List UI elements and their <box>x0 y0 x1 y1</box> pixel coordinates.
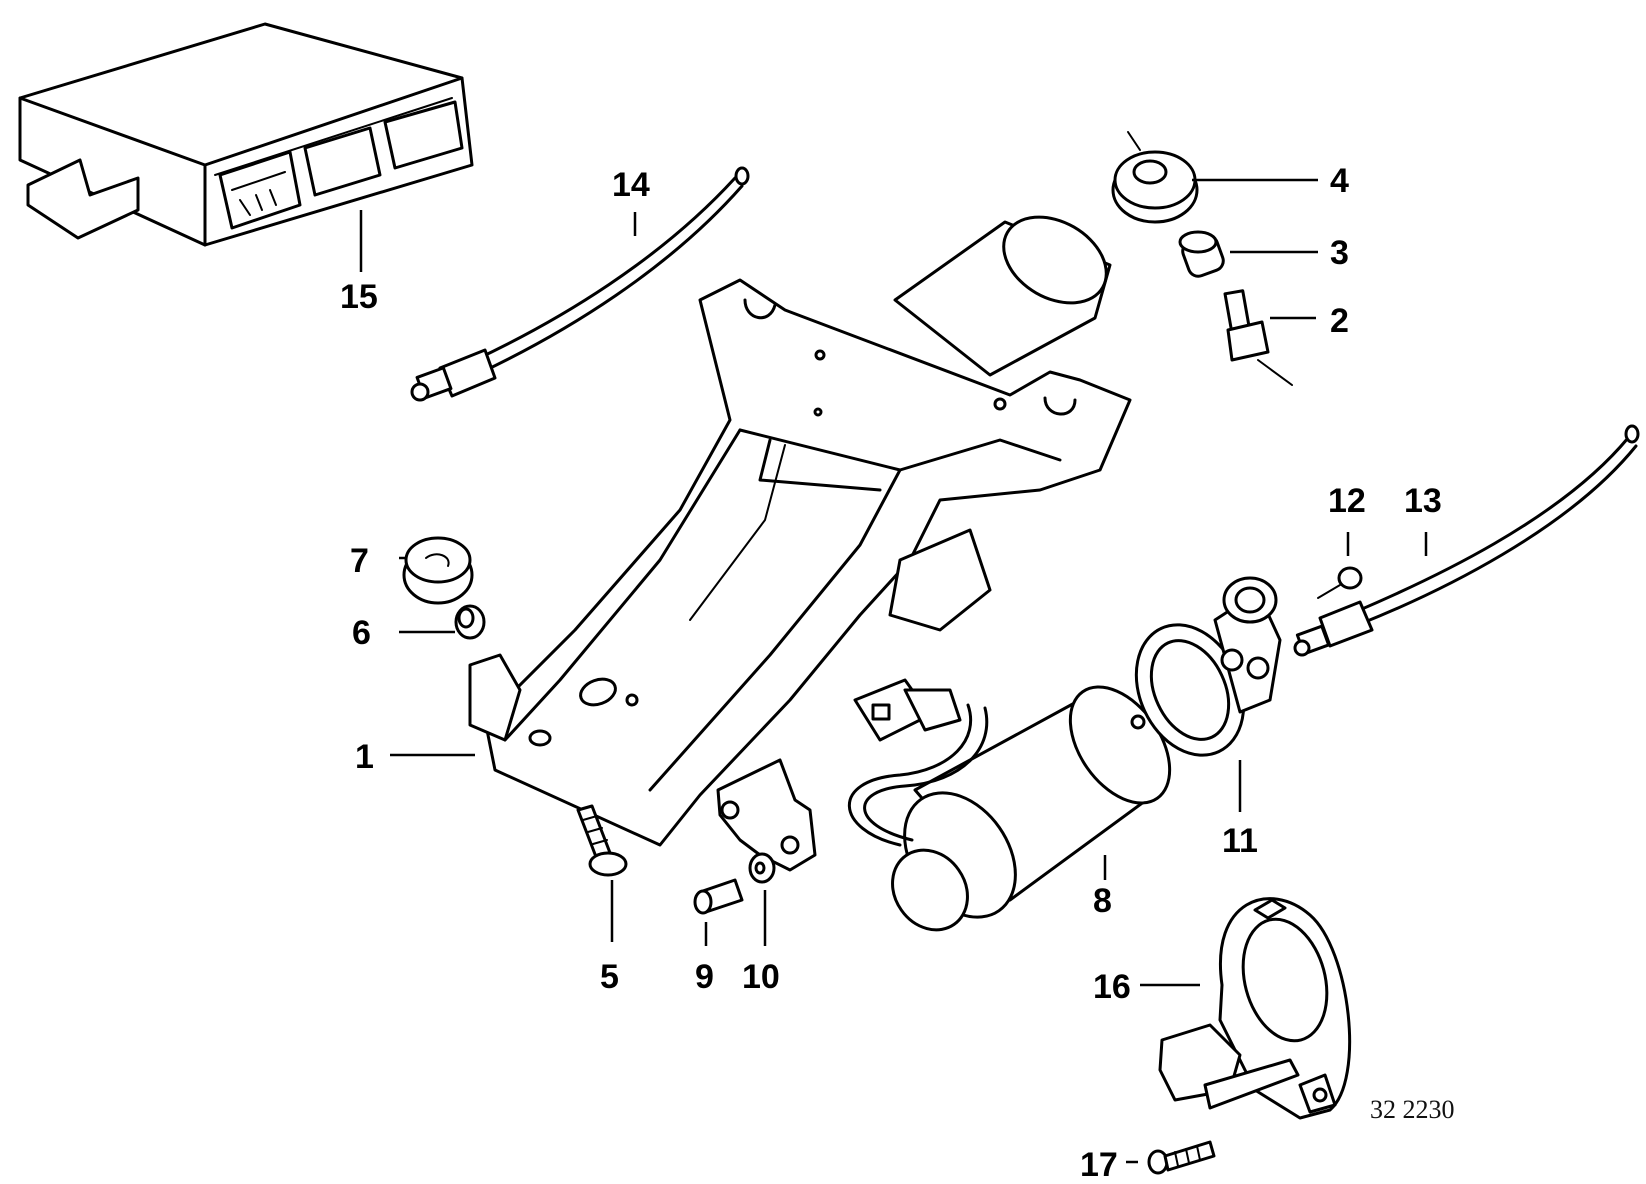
callout-labels: 1 2 3 4 5 6 7 8 9 10 11 12 13 14 15 16 1… <box>340 162 1455 1184</box>
part-cable-13 <box>1293 424 1640 657</box>
part-switch-16 <box>1158 897 1352 1120</box>
callout-10: 10 <box>742 958 780 996</box>
callout-2: 2 <box>1330 302 1349 340</box>
callout-6: 6 <box>352 614 371 652</box>
part-steering-column-bracket <box>468 215 1132 872</box>
part-grommet-4 <box>1111 131 1199 224</box>
leader-lines <box>359 178 1428 1164</box>
part-screw-12 <box>1317 566 1363 599</box>
part-screw-17 <box>1147 1140 1216 1175</box>
part-cable-14 <box>410 166 750 402</box>
callout-9: 9 <box>695 958 714 996</box>
part-ring-11 <box>1134 576 1282 757</box>
callout-12: 12 <box>1328 482 1366 520</box>
callout-8: 8 <box>1093 882 1112 920</box>
part-spacer-3 <box>1178 230 1225 278</box>
callout-11: 11 <box>1222 822 1258 860</box>
part-control-unit <box>18 22 474 247</box>
part-bolt-2 <box>1223 289 1293 386</box>
callout-7: 7 <box>350 542 369 580</box>
callout-1: 1 <box>355 738 374 776</box>
callout-4: 4 <box>1330 162 1349 200</box>
callout-13: 13 <box>1404 482 1442 520</box>
callout-14: 14 <box>612 166 650 204</box>
part-washer-10 <box>748 852 776 884</box>
part-cap-7 <box>402 536 474 605</box>
part-ring-6 <box>454 604 486 640</box>
part-lock-housing-8 <box>847 678 1172 932</box>
callout-3: 3 <box>1330 234 1349 272</box>
part-screw-5 <box>576 804 628 877</box>
callout-15: 15 <box>340 278 378 316</box>
callout-16: 16 <box>1093 968 1131 1006</box>
diagram-reference-number: 32 2230 <box>1370 1095 1455 1124</box>
part-screw-9 <box>693 878 744 915</box>
callout-5: 5 <box>600 958 619 996</box>
callout-17: 17 <box>1080 1146 1118 1184</box>
